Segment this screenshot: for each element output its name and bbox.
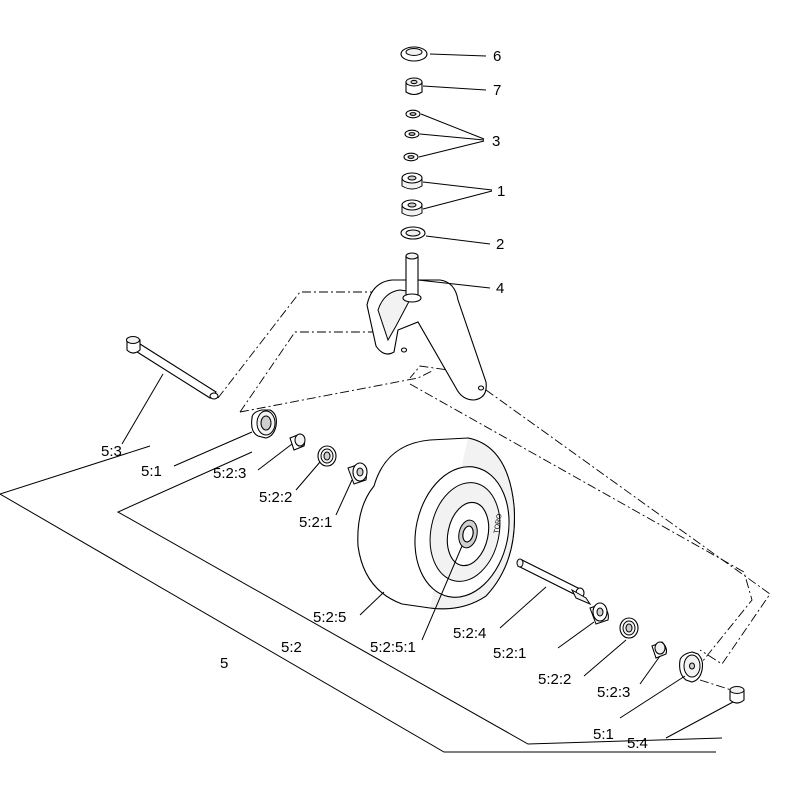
washer-parts [403,109,421,162]
axle-nut-part [729,686,745,704]
tire-brand-mark: TORO [493,513,503,535]
assembly-phantom-lines [217,291,771,695]
callout-2: 2 [496,236,504,253]
callout-5-4: 5:4 [627,735,648,752]
bearing-cup-left-part [317,445,337,467]
callout-1: 1 [497,183,505,200]
callout-6: 6 [493,48,501,65]
bearing-cup-right-part [619,617,639,639]
callout-5-3: 5:3 [101,443,122,460]
callout-5-2-5: 5:2:5 [313,609,346,626]
bearing-tube-part [516,558,592,606]
tapered-bearing-left-part [347,462,368,485]
callout-5-2-5-1: 5:2:5:1 [370,639,416,656]
callout-5-1-right: 5:1 [593,726,614,743]
callout-5-2-4: 5:2:4 [453,625,486,642]
callout-4: 4 [496,280,504,297]
caster-fork-part [366,252,487,401]
leader-lines [0,53,734,753]
axle-bolt-part [126,336,219,400]
spacer-right-part [679,651,704,683]
dust-cap-part [400,46,428,62]
callout-5-2-2-left: 5:2:2 [259,489,292,506]
callout-3: 3 [492,133,500,150]
callout-5-2-2-right: 5:2:2 [538,671,571,688]
callout-5-2: 5:2 [281,639,302,656]
callout-5-2-3-left: 5:2:3 [213,465,246,482]
bearing-cup-part [400,226,426,240]
caster-wheel-part: TORO [357,437,515,610]
callout-5-2-3-right: 5:2:3 [597,684,630,701]
callout-5-1-left: 5:1 [141,463,162,480]
callout-5: 5 [220,655,228,672]
callout-5-2-1-left: 5:2:1 [299,514,332,531]
tapered-bearing-right-part [589,602,609,625]
bushing-left-part [289,433,306,451]
callout-7: 7 [493,82,501,99]
spacer-left-part [251,409,277,439]
tapered-bearing-parts [401,172,423,217]
callout-5-2-1-right: 5:2:1 [493,645,526,662]
callout-labels: 6 7 3 1 2 4 5:3 5:1 5:2:3 5:2:2 5:2:1 5:… [101,48,648,752]
bushing-right-part [651,641,668,659]
nut-part [405,77,423,96]
